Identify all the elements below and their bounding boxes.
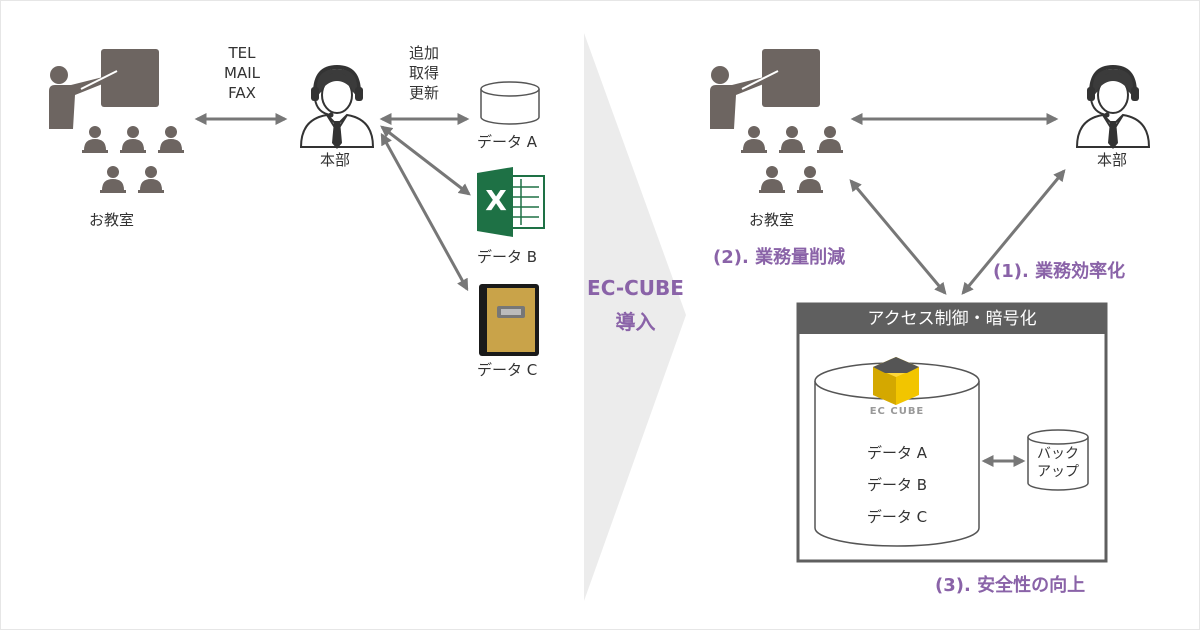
students-icon bbox=[82, 126, 184, 193]
operation-update: 更新 bbox=[408, 84, 439, 102]
backup-label: バック アップ bbox=[1028, 445, 1088, 481]
hq-after-label: 本部 bbox=[1097, 151, 1128, 169]
backup-database-icon bbox=[1027, 429, 1089, 491]
hq-system-arrow bbox=[961, 169, 1066, 295]
benefit-3-label: (3). 安全性の向上 bbox=[935, 575, 1086, 596]
hq-label: 本部 bbox=[320, 151, 351, 169]
backup-line-2: アップ bbox=[1037, 464, 1079, 480]
db-item-c: データ C bbox=[866, 508, 928, 526]
contact-methods: TEL MAIL FAX bbox=[217, 43, 267, 103]
contact-mail: MAIL bbox=[224, 64, 260, 82]
classroom-system-arrow bbox=[849, 179, 947, 295]
arrow-to-data-c bbox=[380, 132, 469, 292]
benefit-1-label: (1). 業務効率化 bbox=[993, 261, 1126, 282]
hq-operator-icon bbox=[299, 65, 375, 151]
students-after-icon bbox=[741, 126, 843, 193]
benefit-2-label: (2). 業務量削減 bbox=[713, 247, 846, 268]
transition-label: EC-CUBE 導入 bbox=[573, 271, 698, 339]
db-item-b: データ B bbox=[866, 476, 928, 494]
operation-get: 取得 bbox=[408, 64, 439, 82]
transition-chevron bbox=[584, 33, 686, 601]
data-b-label: データ B bbox=[477, 248, 538, 266]
contact-tel: TEL bbox=[228, 44, 256, 62]
backup-line-1: バック bbox=[1037, 446, 1079, 462]
excel-icon bbox=[477, 167, 545, 237]
hq-operator-after-icon bbox=[1075, 65, 1151, 151]
operation-add: 追加 bbox=[408, 44, 439, 62]
classroom-label: お教室 bbox=[89, 211, 135, 229]
system-header: アクセス制御・暗号化 bbox=[867, 309, 1037, 329]
ec-cube-logo-text: EC CUBE bbox=[869, 406, 925, 417]
classroom-after-icon bbox=[709, 48, 821, 130]
notebook-icon bbox=[479, 284, 539, 356]
operations-list: 追加 取得 更新 bbox=[399, 43, 449, 103]
ec-cube-database bbox=[814, 362, 980, 547]
excel-letter: X bbox=[485, 184, 507, 217]
classroom-icon bbox=[48, 48, 160, 130]
ec-cube-logo-icon bbox=[873, 357, 919, 405]
data-a-label: データ A bbox=[477, 133, 538, 151]
contact-fax: FAX bbox=[228, 84, 256, 102]
db-item-a: データ A bbox=[866, 444, 928, 462]
data-c-label: データ C bbox=[477, 361, 538, 379]
database-a-icon bbox=[480, 81, 540, 125]
transition-line-1: EC-CUBE bbox=[587, 276, 684, 300]
db-items: データ A データ B データ C bbox=[837, 437, 957, 533]
classroom-after-label: お教室 bbox=[749, 211, 795, 229]
transition-line-2: 導入 bbox=[615, 310, 656, 334]
